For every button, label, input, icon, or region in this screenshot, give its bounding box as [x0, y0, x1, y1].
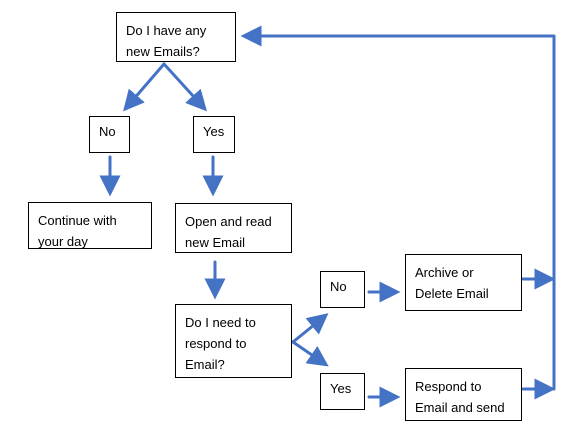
edge-q-new-emails-to-yes	[162, 62, 208, 112]
node-yes-new-emails: Yes	[193, 116, 235, 153]
node-no-respond: No	[320, 271, 365, 308]
node-respond-and-send: Respond to Email and send	[405, 368, 522, 421]
node-open-and-read: Open and read new Email	[175, 203, 292, 253]
node-continue-with-day: Continue with your day	[28, 202, 152, 249]
node-yes-respond: Yes	[320, 373, 365, 410]
node-question-respond: Do I need to respond to Email?	[175, 304, 292, 378]
node-question-new-emails: Do I have any new Emails?	[116, 12, 236, 62]
edge-q-new-emails-to-no	[123, 62, 166, 112]
edge-q-respond-to-yes	[291, 340, 329, 367]
edge-q-respond-to-no	[291, 313, 329, 344]
node-no-new-emails: No	[89, 116, 130, 153]
edge-loop-back-to-q-new-emails	[240, 25, 556, 391]
node-archive-or-delete: Archive or Delete Email	[405, 254, 522, 311]
